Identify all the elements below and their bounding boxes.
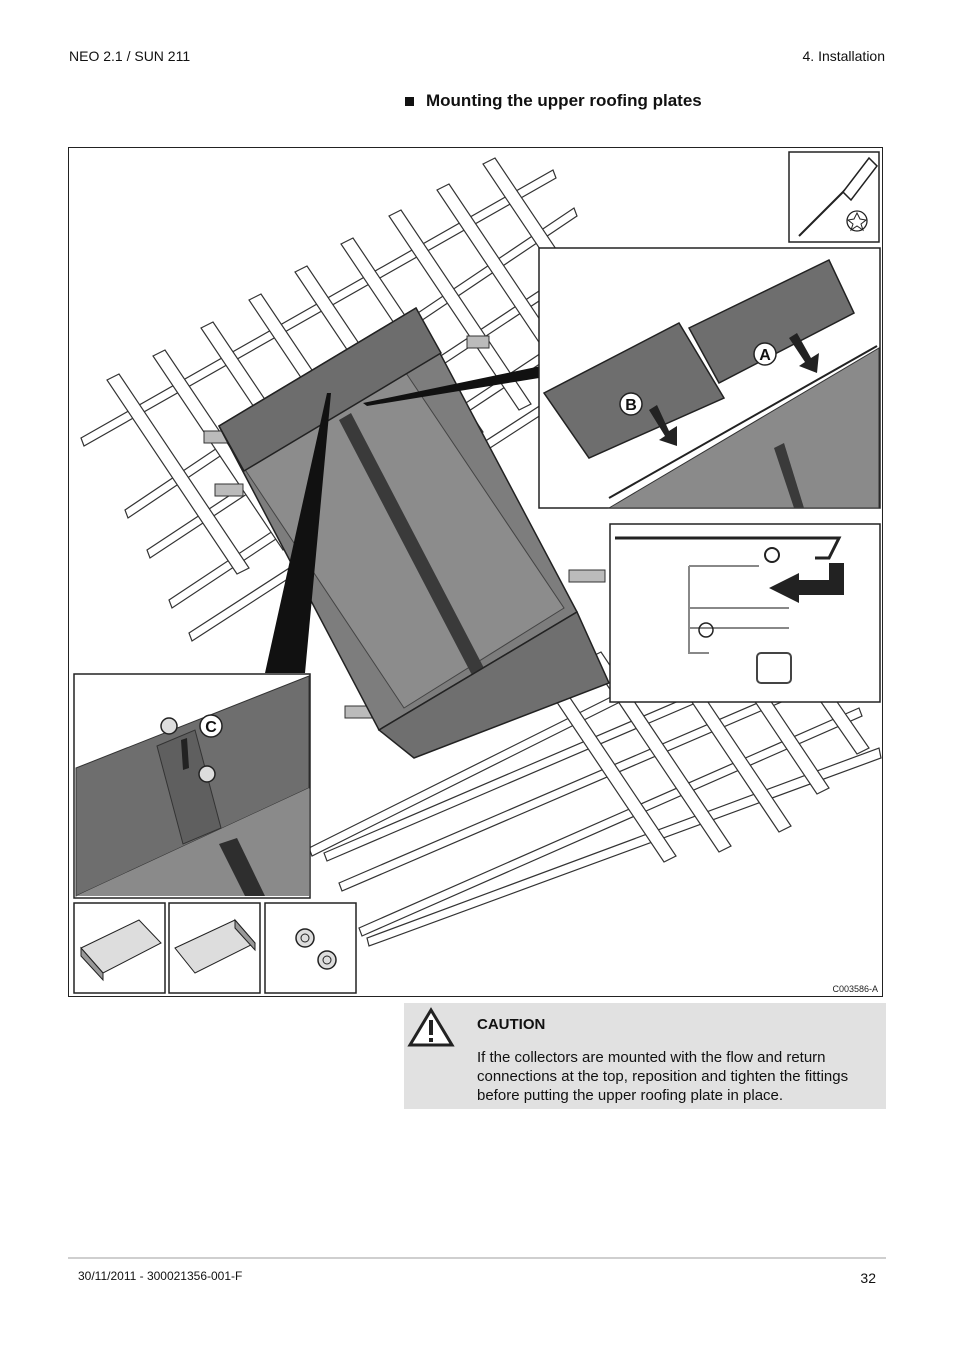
callout-c: C [199,714,223,738]
section-title-text: Mounting the upper roofing plates [426,91,702,110]
caution-line: before putting the upper roofing plate i… [477,1087,784,1104]
caution-text: If the collectors are mounted with the f… [477,1048,877,1105]
section-title: Mounting the upper roofing plates [405,91,702,111]
caution-title: CAUTION [477,1016,546,1033]
callout-b: B [619,392,643,416]
caution-line: If the collectors are mounted with the f… [477,1049,826,1066]
footer-date-reference: 30/11/2011 - 300021356-001-F [78,1269,243,1283]
figure-code: C003586-A [832,984,878,994]
parts-upper-plate-left [73,902,166,994]
installation-figure: A B [68,147,883,997]
page-number: 32 [860,1270,876,1286]
detail-profile-section [609,523,881,703]
caution-line: connections at the top, reposition and t… [477,1068,849,1085]
warning-triangle-icon [407,1007,455,1047]
arrow-down-icon [649,333,819,446]
detail-pointers [265,366,541,673]
header-product: NEO 2.1 / SUN 211 [69,48,191,64]
caution-box: CAUTION If the collectors are mounted wi… [404,1003,886,1109]
callout-b-label: B [625,397,637,414]
footer-divider [68,1257,886,1259]
square-bullet-icon [405,96,414,106]
parts-upper-plate-right [168,902,261,994]
mounting-rails [203,335,606,719]
detail-top-plates: A B [538,247,881,509]
installation-illustration: A B [73,151,882,994]
callout-a: A [753,342,777,366]
callout-a-label: A [759,347,771,364]
torx-screwdriver-icon [788,151,880,243]
detail-screw-fixing: C [73,673,311,899]
parts-screws [264,902,357,994]
header-chapter: 4. Installation [802,48,886,64]
callout-c-label: C [205,719,217,736]
